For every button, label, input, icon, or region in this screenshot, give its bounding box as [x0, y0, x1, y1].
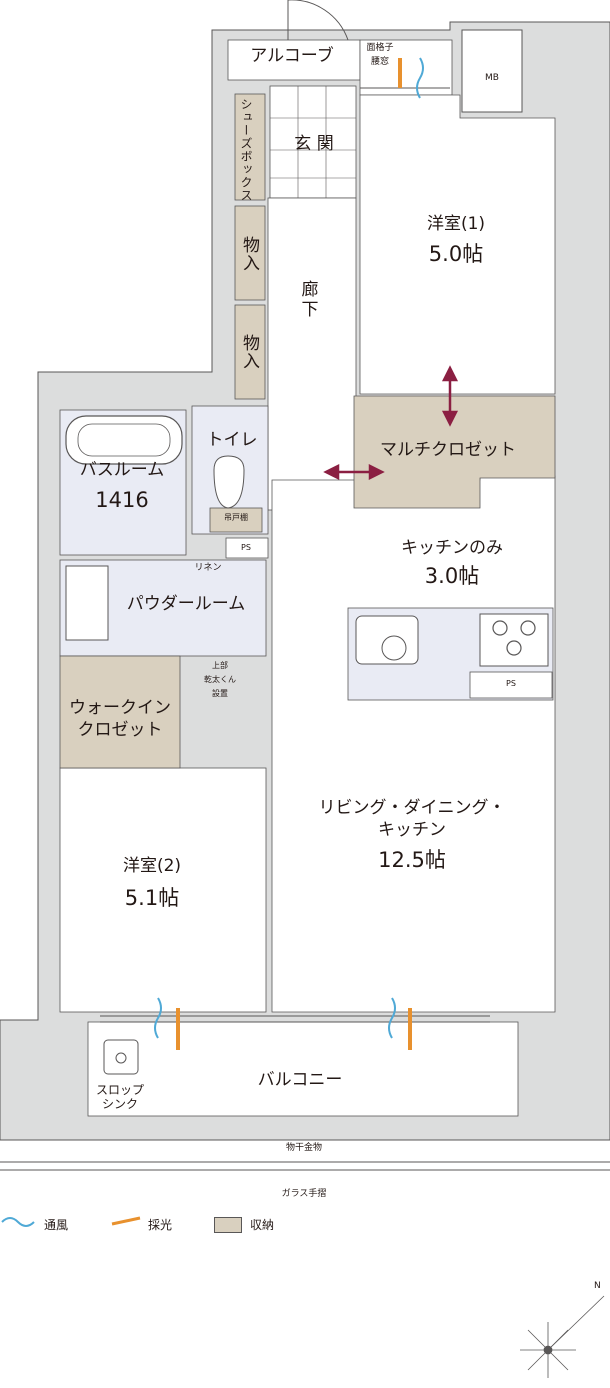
compass	[520, 1295, 605, 1378]
linen-label: リネン	[194, 563, 222, 573]
hallway-room	[267, 197, 357, 511]
multi-closet-label: マルチクロゼット	[380, 440, 516, 460]
glass-railing-label: ガラス手摺	[281, 1189, 327, 1199]
kitchen-sink	[355, 615, 419, 665]
mb-label: MB	[485, 73, 499, 83]
walkin-label-2: クロゼット	[77, 720, 163, 740]
storage-swatch	[214, 1216, 242, 1233]
hanging-shelf-area	[209, 507, 263, 533]
mb-box	[461, 29, 523, 113]
shoe-box	[234, 93, 266, 201]
kitchen-only-name: キッチンのみ	[401, 538, 503, 558]
western2-name: 洋室(2)	[122, 856, 182, 876]
western1-room	[359, 94, 556, 395]
walkin-label-1: ウォークイン	[69, 698, 171, 718]
walkin-closet-area	[59, 655, 181, 769]
stove	[479, 613, 549, 667]
lattice-window-label-2: 腰窓	[370, 57, 390, 67]
storage-area-1	[234, 205, 266, 301]
balcony-floor	[87, 1021, 519, 1117]
front-door-swing	[287, 0, 349, 41]
lattice-window-area	[359, 39, 453, 96]
lattice-window-label-1: 面格子	[366, 43, 394, 53]
light-markers	[176, 58, 412, 1050]
toilet-bowl	[213, 455, 245, 509]
legend-lighting: 採光	[148, 1218, 173, 1232]
wind-markers	[154, 57, 424, 1039]
ps-label: PS	[241, 543, 251, 552]
kitchen-ps-label: PS	[506, 679, 516, 688]
ps-box	[225, 537, 269, 559]
balcony-label: バルコニー	[257, 1070, 343, 1090]
slop-sink-label-1: スロップ	[95, 1083, 145, 1097]
powder-room-label: パウダールーム	[126, 594, 246, 614]
legend-storage: 収納	[214, 1216, 274, 1233]
legend-ventilation: 通風	[44, 1218, 69, 1232]
dryer-label-3: 設置	[212, 689, 228, 698]
hanging-shelf-label: 吊戸棚	[224, 513, 248, 522]
bathroom-name: バスルーム	[79, 460, 165, 480]
ldk-label-2: キッチン	[378, 820, 446, 840]
hallway-label-2: 下	[301, 300, 319, 320]
multi-closet-area	[353, 395, 556, 509]
wave-icon	[1, 1217, 35, 1227]
dryer-label-2: 乾太くん	[204, 675, 236, 684]
storage1-label: 物入	[239, 236, 259, 272]
slop-sink-basin	[103, 1039, 139, 1075]
bathroom-size: 1416	[95, 488, 149, 512]
compass-north-label: N	[594, 1281, 601, 1291]
door-arrows	[323, 365, 459, 481]
western1-name: 洋室(1)	[426, 214, 486, 234]
alcove-area	[227, 39, 361, 81]
western1-size: 5.0帖	[428, 242, 484, 266]
vanity	[65, 565, 109, 641]
ldk-size: 12.5帖	[378, 848, 446, 872]
hallway-label-1: 廊	[301, 280, 319, 300]
kitchen-only-size: 3.0帖	[424, 564, 480, 588]
shoe-box-label: シューズボックス	[239, 98, 253, 202]
storage2-label: 物入	[239, 334, 259, 370]
toilet-label: トイレ	[206, 430, 258, 450]
western2-room	[59, 767, 267, 1013]
western2-size: 5.1帖	[124, 886, 180, 910]
storage-area-2	[234, 304, 266, 400]
light-icon	[111, 1216, 141, 1226]
laundry-hanger-label: 物干金物	[285, 1143, 323, 1153]
slop-sink-label-2: シンク	[101, 1097, 139, 1111]
ldk-label-1: リビング・ダイニング・	[318, 798, 506, 818]
kitchen-ps-box	[469, 671, 553, 699]
dryer-label-1: 上部	[212, 661, 228, 670]
alcove-label: アルコーブ	[250, 46, 334, 66]
entrance-label: 玄 関	[294, 134, 334, 154]
bathtub	[65, 415, 183, 465]
